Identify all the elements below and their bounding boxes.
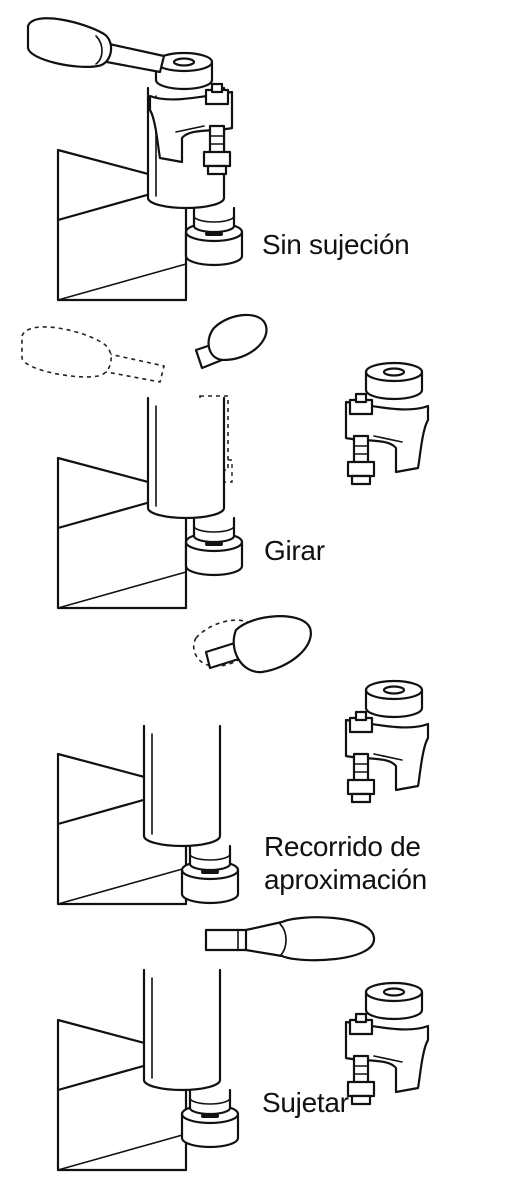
clamp-arm bbox=[344, 361, 430, 486]
step-4-clamped: Sujetar bbox=[56, 916, 430, 1172]
step-1-caption: Sin sujeción bbox=[262, 229, 409, 260]
step-2-rotate: Girar bbox=[21, 313, 430, 610]
clamp-handle bbox=[26, 17, 166, 74]
step-1-unclamped: Sin sujeción bbox=[26, 17, 410, 302]
clamp-handle bbox=[194, 313, 268, 370]
step-4-caption: Sujetar bbox=[262, 1087, 349, 1118]
clamp-arm bbox=[344, 981, 430, 1106]
clamp-arm bbox=[344, 679, 430, 804]
clamp-handle bbox=[204, 916, 376, 962]
step-3-approach-stroke: Recorrido de aproximación bbox=[56, 615, 430, 906]
clamp-handle bbox=[204, 615, 312, 674]
step-3-caption: Recorrido de aproximación bbox=[264, 831, 428, 895]
step-2-caption: Girar bbox=[264, 535, 325, 566]
